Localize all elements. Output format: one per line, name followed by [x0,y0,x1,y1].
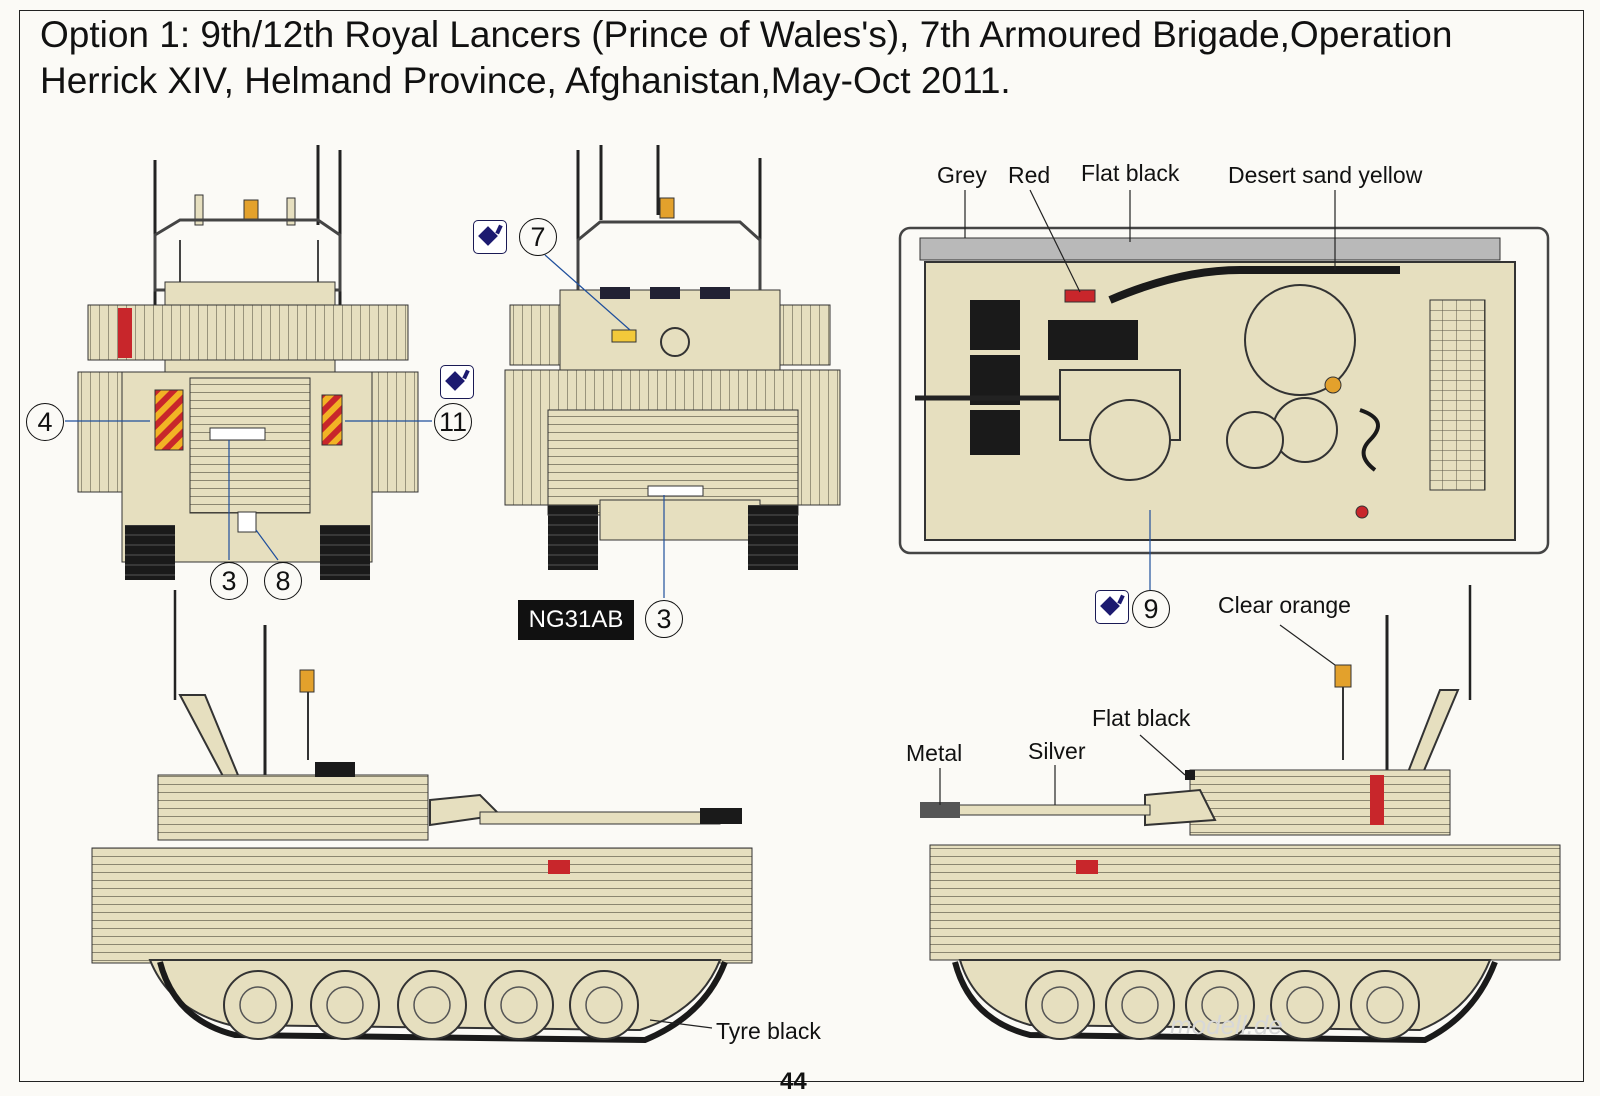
decal-transfer-icon [440,365,474,399]
page-frame [19,10,1584,1082]
rear-view [65,145,432,580]
watermark: modell.de [1170,1010,1283,1040]
label-desert-sand-yellow: Desert sand yellow [1228,162,1423,188]
decal-transfer-icon [473,220,507,254]
callout-4: 4 [26,403,64,441]
label-silver: Silver [1028,738,1086,764]
page-number: 44 [780,1068,807,1095]
left-side-view [91,590,753,1044]
page-title: Option 1: 9th/12th Royal Lancers (Prince… [40,12,1560,104]
callout-9: 9 [1132,590,1170,628]
label-clear-orange: Clear orange [1218,592,1351,618]
title-line-2: Herrick XIV, Helmand Province, Afghanist… [40,60,1011,101]
label-metal: Metal [906,740,963,766]
label-flat-black-top: Flat black [1081,160,1180,186]
title-line-1: Option 1: 9th/12th Royal Lancers (Prince… [40,14,1453,55]
top-view [898,189,1550,590]
label-flat-black-side: Flat black [1092,705,1191,731]
callout-7: 7 [519,218,557,256]
callout-8: 8 [264,562,302,600]
label-red: Red [1008,162,1051,188]
callout-11: 11 [434,403,472,441]
label-tyre-black: Tyre black [716,1018,821,1044]
decal-transfer-icon [1095,590,1129,624]
licence-plate-label: NG31AB [518,600,634,640]
front-view [504,145,841,598]
callout-3-rear: 3 [210,562,248,600]
right-side-view [920,585,1561,1044]
callout-3-front: 3 [645,600,683,638]
label-grey: Grey [937,162,987,188]
